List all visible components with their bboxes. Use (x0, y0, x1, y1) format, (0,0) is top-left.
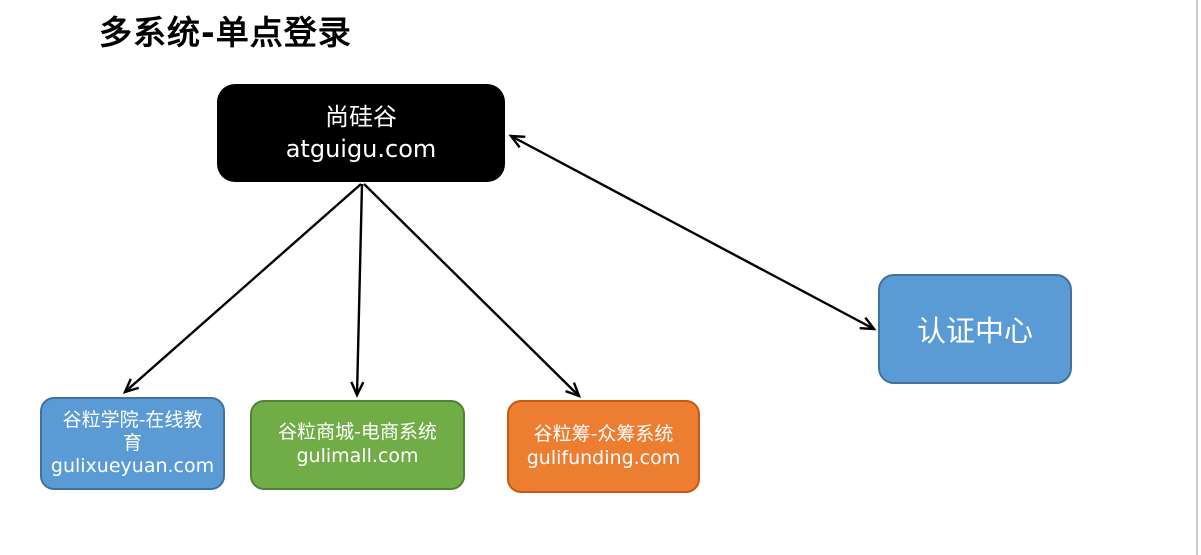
node-atguigu-domain: atguigu.com (285, 135, 437, 163)
arrow-main-auth-bidirectional (508, 134, 877, 331)
node-auth-center-label: 认证中心 (916, 314, 1033, 348)
node-gulimall-name: 谷粒商城-电商系统 (278, 421, 437, 444)
page-right-border (1196, 0, 1198, 555)
node-gulimall[interactable]: 谷粒商城-电商系统 gulimall.com (250, 400, 465, 490)
node-atguigu-name: 尚硅谷 (325, 102, 397, 131)
arrow-main-to-funding (363, 183, 582, 399)
node-gulimall-domain: gulimall.com (296, 445, 419, 467)
node-gulifunding[interactable]: 谷粒筹-众筹系统 gulifunding.com (507, 400, 700, 493)
arrow-main-to-mall (350, 183, 365, 398)
node-auth-center[interactable]: 认证中心 (878, 274, 1072, 384)
page-title: 多系统-单点登录 (99, 13, 352, 52)
node-atguigu[interactable]: 尚硅谷 atguigu.com (217, 84, 505, 182)
node-gulifunding-name: 谷粒筹-众筹系统 (533, 422, 674, 445)
node-gulixueyuan-domain: gulixueyuan.com (50, 455, 215, 478)
node-gulixueyuan[interactable]: 谷粒学院-在线教育 gulixueyuan.com (40, 397, 225, 490)
node-gulixueyuan-name: 谷粒学院-在线教育 (62, 408, 203, 454)
arrow-main-to-edu (122, 183, 362, 394)
node-gulifunding-domain: gulifunding.com (526, 446, 681, 469)
